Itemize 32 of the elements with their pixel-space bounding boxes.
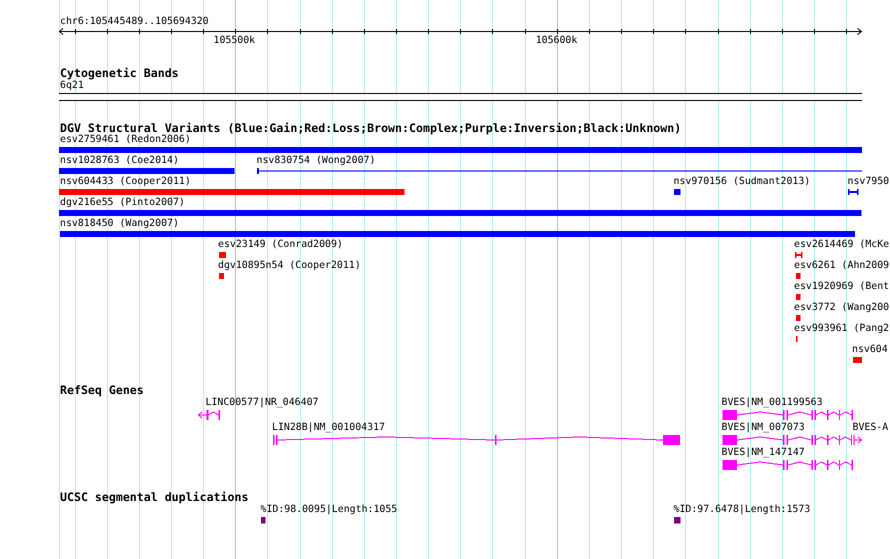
- variant-label: esv6261 (Ahn2009: [794, 260, 890, 270]
- variant-label: nsv970156 (Sudmant2013): [674, 176, 810, 186]
- variant-label: esv23149 (Conrad2009): [218, 240, 343, 250]
- variant-label: esv993961 (Pang2: [794, 324, 890, 334]
- track-heading: DGV Structural Variants (Blue:Gain;Red:Loss;Brown:Complex;Purple:Inversion;Black:Unknown): [60, 122, 682, 134]
- gene-label: LINC00577|NR_046407: [206, 398, 318, 408]
- tick-label: 105500k: [214, 36, 256, 46]
- variant-label: nsv604433 (Cooper2011): [60, 176, 191, 186]
- variant-label: esv2759461 (Redon2006): [60, 134, 191, 144]
- variant-label: nsv7950: [848, 176, 890, 186]
- tick-label: 105600k: [536, 36, 578, 46]
- track-heading: UCSC segmental duplications: [60, 490, 248, 502]
- variant-label: esv2614469 (McKe: [794, 240, 890, 250]
- duplication-label: %ID:98.0095|Length:1055: [260, 504, 398, 514]
- variant-label: dgv10895n54 (Cooper2011): [218, 260, 361, 270]
- gene-label: BVES|NM_007073: [722, 422, 805, 432]
- variant-label: nsv818450 (Wang2007): [60, 218, 179, 228]
- band-label: 6q21: [60, 81, 84, 91]
- track-heading: RefSeq Genes: [60, 384, 144, 396]
- track-heading: Cytogenetic Bands: [60, 67, 179, 79]
- duplication-label: %ID:97.6478|Length:1573: [674, 504, 810, 514]
- gene-label: LIN28B|NM_001004317: [272, 422, 385, 432]
- gene-label: BVES-A: [852, 422, 888, 432]
- variant-label: esv1920969 (Bent: [794, 282, 890, 292]
- gene-label: BVES|NM_147147: [722, 448, 805, 458]
- coordinate-label: chr6:105445489..105694320: [60, 17, 209, 27]
- variant-label: nsv830754 (Wong2007): [256, 156, 376, 166]
- variant-label: nsv1028763 (Coe2014): [60, 156, 179, 166]
- variant-label: dgv216e55 (Pinto2007): [60, 198, 185, 208]
- gene-label: BVES|NM_001199563: [722, 398, 823, 408]
- variant-label: esv3772 (Wang200: [794, 302, 890, 312]
- variant-label: nsv604: [852, 344, 888, 354]
